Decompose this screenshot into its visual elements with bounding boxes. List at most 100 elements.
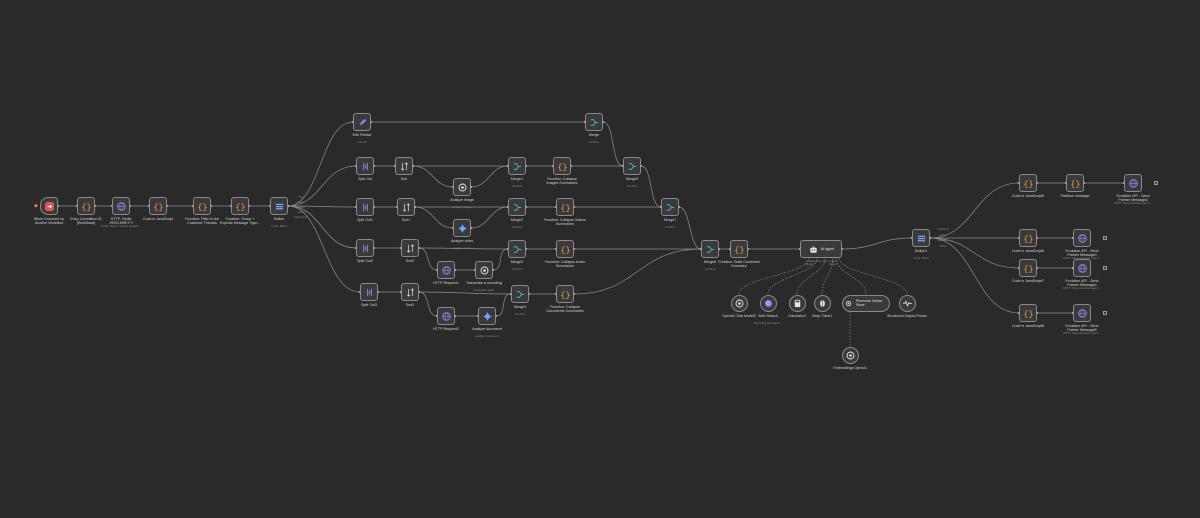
connection-edge[interactable] (287, 121, 354, 207)
connection-edge[interactable] (495, 293, 512, 317)
svg-text:{}: {} (1070, 179, 1080, 189)
node-transcribe[interactable] (475, 261, 493, 279)
node-calculator[interactable] (788, 294, 806, 312)
node-fn-collapse-audio[interactable]: {} (556, 240, 574, 258)
node-structured-parser[interactable] (898, 294, 916, 312)
add-node-button[interactable]: + (1103, 236, 1107, 240)
node-http-request[interactable] (437, 261, 455, 279)
node-openai-chat[interactable] (730, 294, 748, 312)
sub-node-connection[interactable] (821, 257, 834, 295)
node-code-js2[interactable]: {} (1019, 229, 1037, 247)
connection-edge[interactable] (418, 247, 509, 250)
pencil-icon (357, 117, 368, 128)
node-analyze-image[interactable] (453, 178, 471, 196)
node-function-group[interactable]: {} (231, 197, 249, 215)
svg-text:{}: {} (1023, 309, 1033, 319)
node-code-js1[interactable]: {} (1019, 174, 1037, 192)
node-edit-fields[interactable] (353, 113, 371, 131)
node-web-search[interactable] (759, 294, 777, 312)
node-sort3[interactable] (401, 283, 419, 301)
sub-node-connection[interactable] (796, 257, 826, 295)
connection-edge[interactable] (287, 165, 357, 207)
sort-icon (399, 161, 410, 172)
node-label: Switch1 (914, 249, 928, 253)
node-fn-collapse-videos[interactable]: {} (556, 198, 574, 216)
sub-node-connection[interactable] (838, 257, 908, 295)
node-trigger[interactable] (40, 197, 58, 215)
node-evolution-api2[interactable] (1073, 229, 1091, 247)
sub-node-connection[interactable] (738, 257, 810, 295)
connection-edge[interactable] (470, 165, 509, 188)
sort-icon (405, 287, 416, 298)
connection-edge[interactable] (287, 205, 357, 249)
node-split-out3[interactable] (360, 283, 378, 301)
node-merge2[interactable] (508, 198, 526, 216)
node-evolution-api4[interactable] (1073, 304, 1091, 322)
connection-edge[interactable] (929, 237, 1020, 269)
connection-edge[interactable] (287, 205, 361, 293)
node-ai-agent[interactable]: AI Agent (800, 240, 842, 258)
node-analyze-document[interactable] (478, 307, 496, 325)
node-deep-think[interactable] (813, 294, 831, 312)
connection-edge[interactable] (602, 121, 624, 167)
node-merge5[interactable] (623, 157, 641, 175)
node-fn-collapse-images[interactable]: {} (553, 157, 571, 175)
node-analyze-video[interactable] (453, 219, 471, 237)
node-split-out1[interactable] (356, 198, 374, 216)
node-evolution-api3[interactable] (1073, 259, 1091, 277)
node-http-request2[interactable] (437, 307, 455, 325)
connection-edge[interactable] (929, 237, 1020, 314)
node-sublabel: combine (664, 225, 676, 229)
connection-edge[interactable] (492, 248, 509, 271)
connection-edge[interactable] (287, 205, 357, 208)
node-switch1[interactable] (912, 229, 930, 247)
add-node-button[interactable]: + (1103, 266, 1107, 270)
node-merge7[interactable] (661, 198, 679, 216)
braces-icon: {} (1023, 263, 1034, 274)
connection-edge[interactable] (418, 291, 512, 295)
add-node-button[interactable]: + (1103, 311, 1107, 315)
node-split-out[interactable] (356, 157, 374, 175)
node-partition-message[interactable]: {} (1066, 174, 1084, 192)
node-sublabel: manual (357, 140, 367, 144)
connection-edge[interactable] (414, 206, 454, 229)
node-fn-collapse-document[interactable]: {} (556, 285, 574, 303)
node-http-redis[interactable] (112, 197, 130, 215)
node-merge4[interactable] (511, 285, 529, 303)
node-merge-top[interactable] (585, 113, 603, 131)
add-node-button[interactable]: + (1154, 181, 1158, 185)
node-embeddings[interactable] (841, 346, 859, 364)
node-merge3[interactable] (508, 240, 526, 258)
connection-edge[interactable] (929, 182, 1020, 239)
node-sort[interactable] (395, 157, 413, 175)
node-merge6[interactable] (701, 240, 719, 258)
node-merge1[interactable] (508, 157, 526, 175)
node-code-js4[interactable]: {} (1019, 304, 1037, 322)
braces-icon: {} (1023, 308, 1034, 319)
connection-edge[interactable] (678, 206, 702, 250)
node-entry-correlation[interactable]: {} (77, 197, 95, 215)
node-switch[interactable] (270, 197, 288, 215)
node-code-js[interactable]: {} (149, 197, 167, 215)
connection-edge[interactable] (573, 248, 702, 295)
node-function-filter[interactable]: {} (193, 197, 211, 215)
node-evolution-api1[interactable] (1124, 174, 1142, 192)
connection-edge[interactable] (470, 206, 509, 229)
svg-text:{}: {} (560, 290, 570, 300)
node-sort1[interactable] (397, 198, 415, 216)
node-label: Analyze image (450, 198, 474, 202)
connection-edge[interactable] (841, 237, 913, 250)
node-label: Code in JavaScript6 (1011, 249, 1045, 253)
pinecone-icon (843, 298, 854, 309)
sub-node-connection[interactable] (835, 257, 867, 295)
connection-edge[interactable] (640, 165, 662, 208)
node-pinecone[interactable]: Pinecone Vector Store (842, 294, 890, 312)
node-fn-build-summary[interactable]: {} (730, 240, 748, 258)
openai-icon (734, 298, 745, 309)
connection-edge[interactable] (418, 247, 438, 271)
connection-edge[interactable] (418, 291, 438, 317)
node-code-js3[interactable]: {} (1019, 259, 1037, 277)
node-split-out2[interactable] (356, 239, 374, 257)
node-sort2[interactable] (401, 239, 419, 257)
connection-edge[interactable] (412, 165, 454, 188)
